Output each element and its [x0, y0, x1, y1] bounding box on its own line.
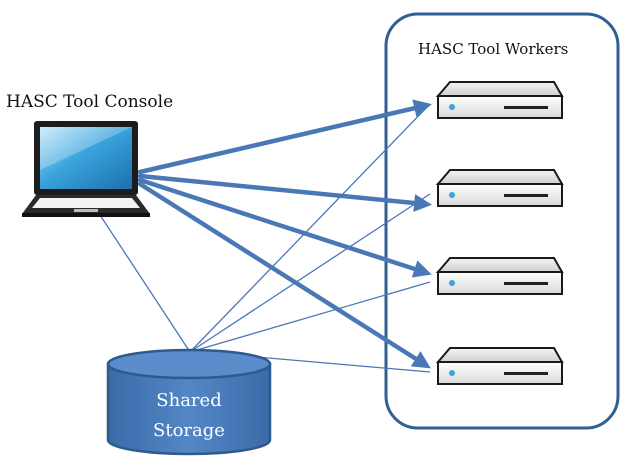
arrow-worker-2 — [137, 173, 433, 212]
storage-link-worker-3 — [189, 281, 431, 353]
storage-label: Shared Storage — [106, 386, 272, 446]
storage-link-worker-2 — [189, 193, 431, 353]
laptop-icon — [22, 121, 150, 217]
storage-links — [99, 103, 431, 373]
arrow-worker-3 — [137, 177, 432, 278]
server-icon-2 — [435, 169, 564, 207]
arrow-worker-1 — [137, 99, 432, 175]
storage-label-line-1: Shared — [156, 390, 222, 411]
server-icon-1 — [435, 81, 564, 119]
storage-label-line-2: Storage — [153, 420, 225, 441]
arrow-worker-4 — [137, 181, 431, 369]
workers-label: HASC Tool Workers — [418, 40, 569, 58]
storage-link-worker-1 — [189, 103, 431, 353]
console-arrows — [137, 99, 433, 369]
console-label: HASC Tool Console — [6, 92, 174, 112]
server-icon-4 — [435, 347, 564, 385]
storage-link-console — [99, 214, 191, 353]
storage-cylinder-icon — [106, 348, 272, 456]
server-icon-3 — [435, 257, 564, 295]
storage-link-worker-4 — [244, 355, 431, 373]
